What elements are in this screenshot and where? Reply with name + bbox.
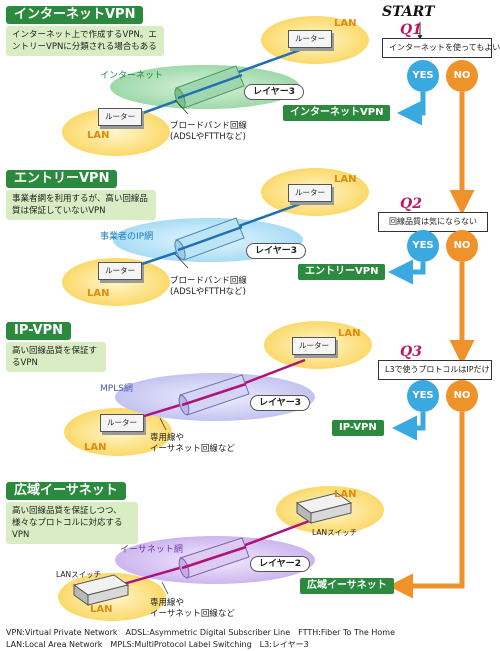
router-icon: ルーター	[288, 30, 332, 48]
result-wide-ethernet: 広域イーサネット	[300, 578, 394, 594]
lan-switch-icon	[295, 492, 353, 524]
line-type-label: ブロードバンド回線 (ADSLやFTTHなど)	[170, 121, 247, 143]
section-desc-entry-vpn: 事業者網を利用するが、高い回線品質は保証していないVPN	[6, 190, 156, 220]
lan-label: LAN	[334, 489, 357, 500]
yes-no-arrow-icon	[397, 92, 426, 126]
lan-label: LAN	[338, 328, 361, 339]
question-box: 回線品質は気にならない	[378, 212, 488, 232]
section-desc-wide-ethernet: 高い回線品質を保証しつつ、様々なプロトコルに対応するVPN	[6, 502, 138, 544]
lan-label: LAN	[334, 18, 357, 29]
question-number: Q2	[400, 196, 422, 212]
no-bubble: NO	[446, 60, 478, 92]
lan-switch-icon	[72, 574, 130, 606]
line-type-label: 専用線や イーサネット回線など	[150, 598, 235, 620]
flowchart-connectors	[388, 22, 475, 599]
layer-badge: レイヤー2	[250, 556, 310, 572]
router-icon: ルーター	[98, 108, 142, 126]
section-title-ip-vpn: IP-VPN	[6, 322, 72, 340]
lan-cloud	[62, 108, 170, 156]
leader-line	[159, 417, 167, 431]
layer-badge: レイヤー3	[244, 84, 304, 100]
no-bubble: NO	[446, 380, 478, 412]
network-name: イーサネット網	[120, 545, 183, 555]
leader-line	[161, 581, 169, 595]
lan-label: LAN	[334, 174, 357, 185]
leader-line	[174, 99, 189, 115]
section-title-entry-vpn: エントリーVPN	[6, 170, 118, 188]
leader-line	[174, 253, 189, 269]
section-title-wide-ethernet: 広域イーサネット	[6, 482, 126, 500]
router-icon: ルーター	[98, 262, 142, 280]
line-type-line2: イーサネット回線など	[150, 609, 235, 619]
line-type-label: ブロードバンド回線 (ADSLやFTTHなど)	[170, 276, 247, 298]
section-desc-internet-vpn: インターネット上で作成するVPN。エントリーVPNに分類される場合もある	[6, 26, 164, 56]
glossary-line-2: LAN:Local Area Network MPLS:MultiProtoco…	[6, 640, 309, 649]
start-label: START	[382, 4, 435, 20]
line-type-line1: ブロードバンド回線	[170, 276, 247, 286]
layer-badge: レイヤー3	[250, 395, 310, 411]
section-wide-ethernet-graphic	[58, 486, 384, 621]
lan-switch-label: LANスイッチ	[312, 528, 358, 537]
line-type-line2: イーサネット回線など	[150, 444, 235, 454]
no-bubble: NO	[446, 230, 478, 262]
lan-cloud	[62, 258, 170, 306]
yes-bubble: YES	[407, 60, 439, 92]
section-desc-ip-vpn: 高い回線品質を保証するVPN	[6, 342, 106, 372]
result-internet-vpn: インターネットVPN	[283, 105, 391, 121]
router-icon: ルーター	[292, 337, 336, 355]
line-type-line1: 専用線や	[150, 433, 185, 443]
line-type-line2: (ADSLやFTTHなど)	[170, 132, 246, 142]
glossary-line-1: VPN:Virtual Private Network ADSL:Asymmet…	[6, 628, 396, 637]
lan-label: LAN	[87, 288, 110, 299]
network-name: インターネット	[100, 71, 164, 81]
question-box: インターネットを使ってもよい	[382, 38, 500, 58]
network-name: MPLS網	[100, 384, 133, 394]
line-type-line1: 専用線や	[150, 598, 185, 608]
lan-switch-label: LANスイッチ	[56, 570, 102, 579]
question-box: L3で使うプロトコルはIPだけ	[378, 360, 492, 380]
result-ip-vpn: IP-VPN	[332, 420, 384, 436]
lan-cloud	[64, 408, 172, 456]
lan-label: LAN	[90, 604, 113, 615]
router-icon: ルーター	[100, 414, 144, 432]
lan-label: LAN	[84, 442, 107, 453]
question-number: Q1	[400, 22, 422, 38]
section-title-internet-vpn: インターネットVPN	[6, 6, 144, 24]
result-entry-vpn: エントリーVPN	[298, 264, 386, 280]
router-icon: ルーター	[288, 184, 332, 202]
layer-badge: レイヤー3	[246, 243, 306, 259]
line-type-label: 専用線や イーサネット回線など	[150, 433, 235, 455]
yes-bubble: YES	[407, 230, 439, 262]
lan-label: LAN	[87, 130, 110, 141]
yes-bubble: YES	[407, 380, 439, 412]
line-type-line2: (ADSLやFTTHなど)	[170, 287, 246, 297]
question-number: Q3	[400, 344, 422, 360]
network-name: 事業者のIP網	[100, 232, 154, 242]
line-type-line1: ブロードバンド回線	[170, 121, 247, 131]
